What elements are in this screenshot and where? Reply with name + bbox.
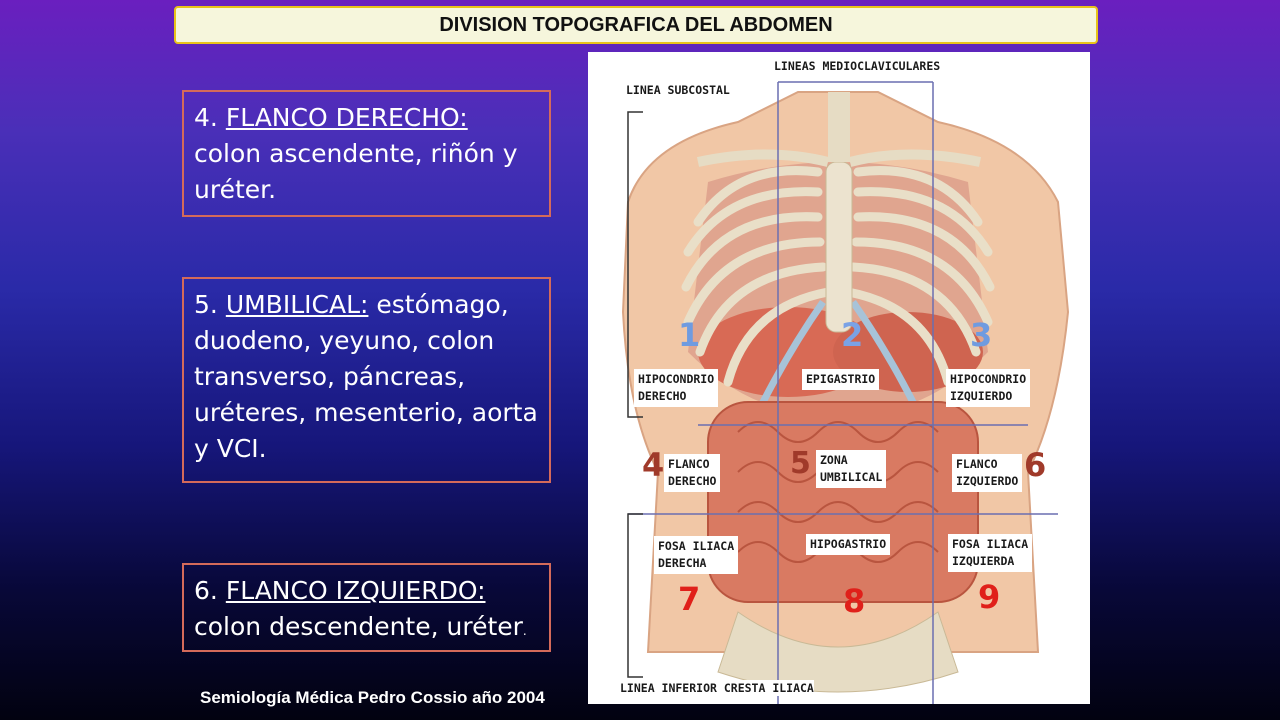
umbilical-box: 5. UMBILICAL: estómago, duodeno, yeyuno,… bbox=[182, 277, 551, 483]
region-label-2: EPIGASTRIO bbox=[802, 369, 880, 390]
box-heading: UMBILICAL: bbox=[225, 290, 369, 319]
sternum bbox=[825, 161, 853, 333]
region-label-3: HIPOCONDRIO IZQUIERDO bbox=[946, 369, 1031, 407]
box-number: 4. bbox=[194, 103, 226, 132]
bracket-lines bbox=[627, 111, 643, 678]
region-label-9: FOSA ILIACA IZQUIERDA bbox=[948, 534, 1033, 572]
region-number-1: 1 bbox=[678, 316, 701, 354]
box-heading: FLANCO DERECHO: bbox=[225, 103, 468, 132]
slide-title: DIVISION TOPOGRAFICA DEL ABDOMEN bbox=[174, 6, 1098, 44]
region-number-3: 3 bbox=[970, 316, 993, 354]
clavicles bbox=[696, 149, 982, 167]
torso-illustration bbox=[621, 81, 1070, 704]
flanco-derecho-box: 4. FLANCO DERECHO: colon ascendente, riñ… bbox=[182, 90, 551, 217]
box-number: 5. bbox=[194, 290, 226, 319]
midclavicular-lines-label: LINEAS MEDIOCLAVICULARES bbox=[774, 59, 941, 73]
abdomen-anatomy-figure: LINEAS MEDIOCLAVICULARES LINEA SUBCOSTAL… bbox=[588, 52, 1090, 704]
region-label-1: HIPOCONDRIO DERECHO bbox=[634, 369, 719, 407]
region-number-2: 2 bbox=[841, 316, 864, 354]
region-label-8: HIPOGASTRIO bbox=[806, 534, 891, 555]
box-number: 6. bbox=[194, 576, 226, 605]
source-credit: Semiología Médica Pedro Cossio año 2004 bbox=[200, 688, 545, 707]
cervical-spine bbox=[828, 92, 850, 162]
flanco-izquierdo-box: 6. FLANCO IZQUIERDO: colon descendente, … bbox=[182, 563, 551, 652]
region-lines bbox=[628, 81, 1058, 704]
region-number-7: 7 bbox=[678, 580, 701, 618]
region-label-6: FLANCO IZQUIERDO bbox=[952, 454, 1023, 492]
region-number-4: 4 bbox=[642, 446, 665, 484]
box-body: colon descendente, uréter bbox=[194, 612, 523, 641]
region-number-8: 8 bbox=[843, 582, 866, 620]
costal-cartilage bbox=[754, 299, 922, 414]
region-number-9: 9 bbox=[978, 578, 1001, 616]
region-number-6: 6 bbox=[1024, 446, 1047, 484]
region-label-4: FLANCO DERECHO bbox=[664, 454, 721, 492]
region-number-5: 5 bbox=[790, 446, 811, 481]
iliac-crest-line-label: LINEA INFERIOR CRESTA ILIACA bbox=[620, 680, 814, 696]
region-label-5: ZONA UMBILICAL bbox=[816, 450, 887, 488]
subcostal-line-label: LINEA SUBCOSTAL bbox=[626, 83, 730, 97]
box-body: colon ascendente, riñón y uréter. bbox=[194, 139, 518, 204]
box-body: estómago, duodeno, yeyuno, colon transve… bbox=[194, 290, 538, 463]
slide-title-text: DIVISION TOPOGRAFICA DEL ABDOMEN bbox=[439, 13, 833, 36]
intestines bbox=[707, 401, 979, 603]
region-label-7: FOSA ILIACA DERECHA bbox=[654, 536, 739, 574]
box-suffix: . bbox=[522, 624, 527, 638]
box-heading: FLANCO IZQUIERDO: bbox=[225, 576, 486, 605]
ribs bbox=[681, 166, 995, 387]
